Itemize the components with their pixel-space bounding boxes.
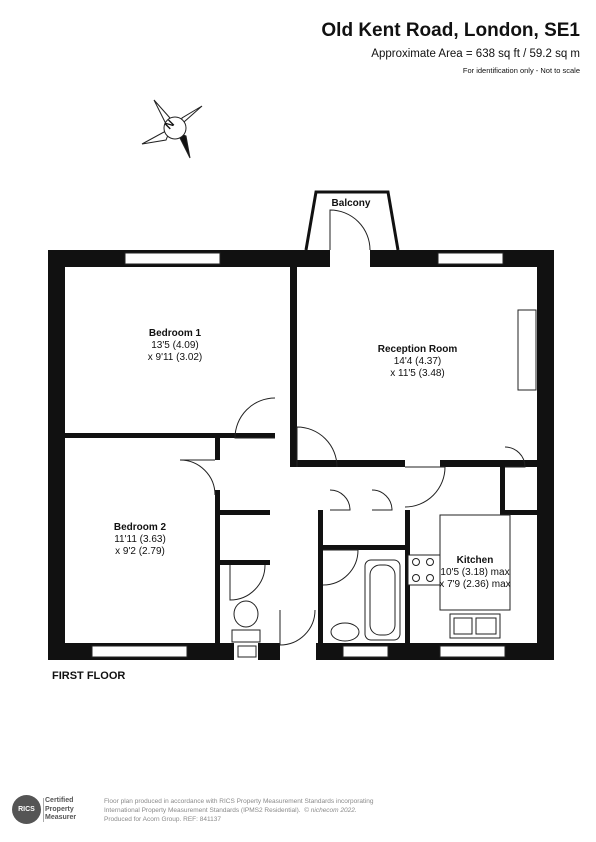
room-name: Bedroom 2 — [113, 522, 167, 533]
rics-logo: RICS — [12, 795, 41, 824]
room-name: Reception Room — [377, 344, 458, 355]
room-dim: 11'11 (3.63) — [114, 534, 166, 545]
fixtures — [231, 309, 537, 643]
property-title: Old Kent Road, London, SE1 — [321, 20, 580, 41]
room-name: Kitchen — [456, 555, 494, 566]
room-dim: 10'5 (3.18) max — [440, 567, 510, 578]
rics-certified-text: Certified Property Measurer — [45, 797, 76, 823]
footer-text: Floor plan produced in accordance with R… — [104, 797, 374, 824]
room-dim: x 7'9 (2.36) max — [439, 579, 511, 590]
room-name: Bedroom 1 — [148, 328, 202, 339]
room-bedroom1: Bedroom 1 13'5 (4.09) x 9'11 (3.02) — [135, 328, 215, 364]
floor-label: FIRST FLOOR — [52, 670, 126, 682]
room-dim: x 9'2 (2.79) — [115, 546, 165, 557]
cert-line: Measurer — [45, 814, 77, 821]
compass-icon — [141, 99, 203, 159]
cert-line: Property — [45, 805, 74, 813]
room-dim: 13'5 (4.09) — [151, 340, 199, 351]
divider — [43, 798, 44, 822]
room-kitchen: Kitchen 10'5 (3.18) max x 7'9 (2.36) max — [430, 555, 520, 591]
room-reception: Reception Room 14'4 (4.37) x 11'5 (3.48) — [365, 344, 470, 380]
footer-standards: International Property Measurement Stand… — [104, 807, 301, 814]
approximate-area: Approximate Area = 638 sq ft / 59.2 sq m — [371, 48, 580, 60]
room-balcony: Balcony — [331, 198, 371, 209]
cert-line: Certified — [45, 797, 74, 804]
footer-line: Floor plan produced in accordance with R… — [104, 798, 374, 805]
windows — [91, 252, 506, 658]
scale-note: For identification only - Not to scale — [462, 66, 580, 75]
sink-icon — [330, 622, 360, 642]
room-dim: x 9'11 (3.02) — [147, 352, 203, 363]
room-dim: 14'4 (4.37) — [393, 356, 442, 367]
room-bedroom2: Bedroom 2 11'11 (3.63) x 9'2 (2.79) — [100, 522, 180, 558]
kitchen-worktop — [439, 514, 511, 611]
door-swings — [179, 209, 526, 646]
balcony-outline — [304, 190, 400, 251]
toilet-icon — [231, 629, 261, 643]
footer-line: International Property Measurement Stand… — [104, 806, 374, 815]
radiator — [517, 309, 537, 391]
copyright: © nichecom 2022. — [304, 807, 357, 814]
rics-certification: RICS Certified Property Measurer — [12, 795, 98, 825]
footer-line: Produced for Acorn Group. REF: 841137 — [104, 816, 221, 823]
room-dim: x 11'5 (3.48) — [390, 368, 445, 379]
